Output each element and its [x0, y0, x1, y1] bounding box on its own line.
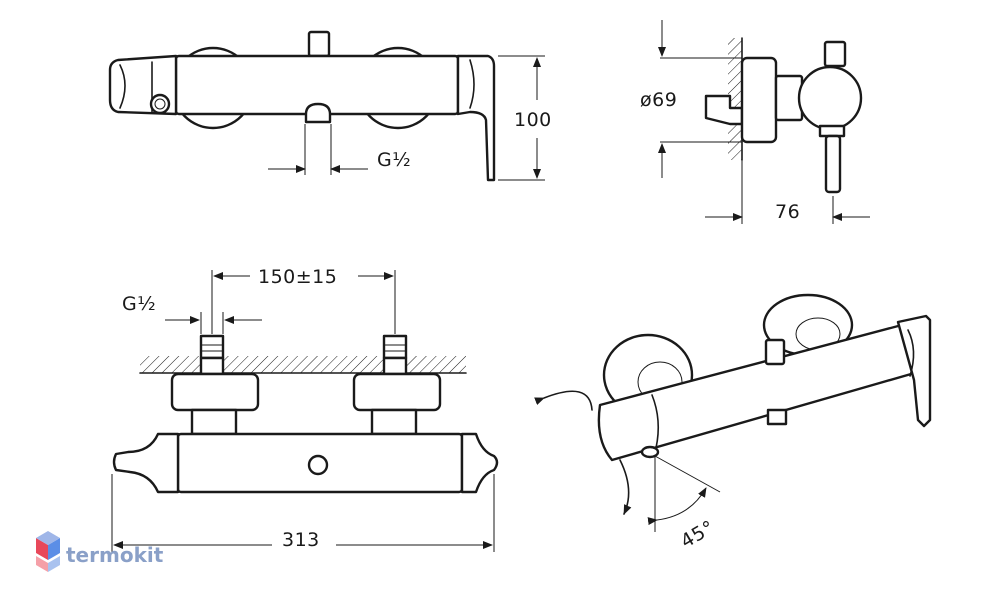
width-label: 313 [282, 529, 320, 551]
rotation-arrow-bottom [619, 459, 632, 515]
connector-right [370, 408, 418, 436]
thread-label-top: G½ [377, 149, 411, 171]
iso-spout [766, 408, 788, 426]
iso-knob [764, 338, 786, 366]
iso-lever [896, 314, 932, 428]
angle-label: 45° [677, 516, 718, 553]
iso-lever-curve [907, 329, 915, 377]
stem-right [382, 356, 408, 376]
height-label: 100 [514, 109, 552, 131]
angle-diagonal [654, 455, 721, 493]
side-knob [823, 40, 847, 68]
lever-base [818, 124, 846, 138]
inlet-thread-right [382, 334, 408, 360]
logo: termokit [36, 531, 164, 572]
top-right-cap [460, 432, 499, 494]
logo-cube-blue-low [48, 556, 60, 572]
escutcheon-right [352, 372, 442, 412]
logo-text: termokit [66, 543, 164, 567]
side-view: ø69 76 [640, 20, 870, 224]
shower-outlet-inner [154, 98, 166, 110]
side-body [797, 65, 863, 131]
left-cap-curve [119, 64, 126, 109]
escutcheon-left [170, 372, 260, 412]
top-center-hole [307, 454, 329, 476]
lever-handle [456, 54, 496, 182]
top-view: 150±15 G½ 313 [111, 266, 499, 552]
bottom-spout [304, 102, 332, 124]
rotation-arrow-top [534, 390, 593, 411]
iso-outlet [640, 445, 660, 459]
isometric-view: 45° [534, 293, 932, 553]
thread-label-bottom: G½ [122, 293, 156, 315]
wall-hatch-top [140, 356, 466, 373]
iso-body-seam [651, 394, 660, 449]
diameter-label: ø69 [640, 89, 677, 111]
logo-cube-blue [48, 538, 60, 560]
side-lever [824, 134, 842, 194]
lever-curve [469, 59, 475, 109]
connector-left [190, 408, 238, 436]
stem-left [199, 356, 225, 376]
logo-cube-red-low [36, 556, 48, 572]
angle-arc [647, 487, 707, 526]
diverter-knob [307, 30, 331, 58]
top-left-cap [112, 432, 180, 494]
depth-label: 76 [775, 201, 800, 223]
iso-body [597, 323, 920, 462]
logo-cube-top [36, 531, 60, 545]
wall-hatch [728, 38, 742, 160]
front-view: G½ 100 [108, 30, 552, 182]
inlet-thread-left [199, 334, 225, 360]
shower-outlet [149, 93, 171, 115]
spacing-label: 150±15 [258, 266, 337, 288]
logo-cube-red [36, 538, 48, 560]
escutcheon [740, 56, 778, 144]
